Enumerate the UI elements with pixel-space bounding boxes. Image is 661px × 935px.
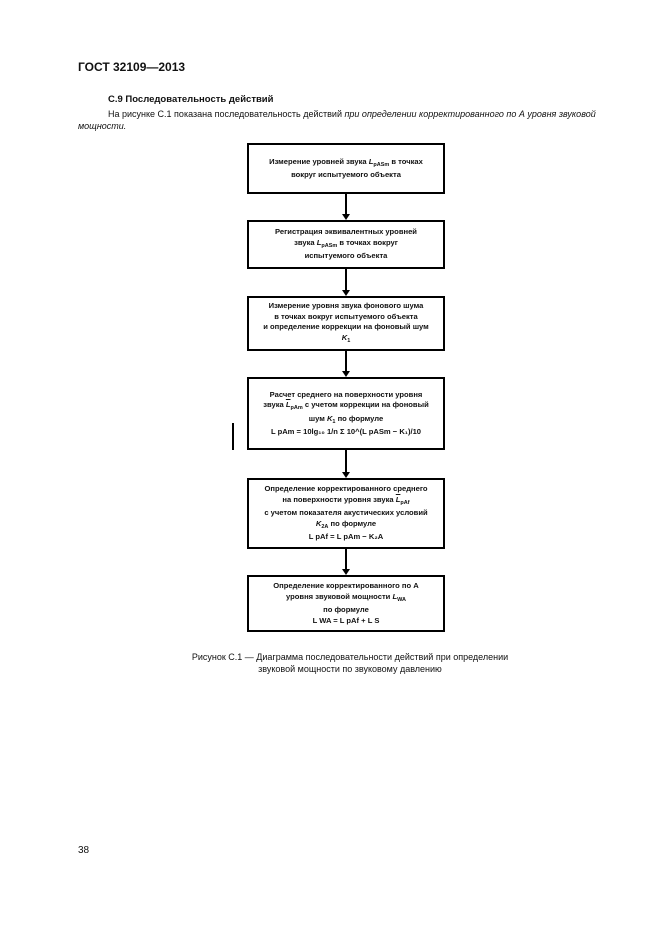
revision-bar [232,423,234,450]
step5-line4: K2A по формуле [315,518,377,530]
caption-line-2: звуковой мощности по звуковому давлению [258,664,442,674]
step4-line3: шум K1 по формуле [308,413,384,425]
flow-arrow-3 [342,351,350,377]
step4-line2: звука LpAm с учетом коррекции на фоновый [263,400,429,411]
step3-line4: K1 [341,332,351,344]
document-header: ГОСТ 32109—2013 [78,60,186,74]
flow-step-6: Определение корректированного по А уровн… [247,575,445,632]
intro-text: На рисунке С.1 показана последовательнос… [108,109,345,119]
step6-line3: по формуле [323,605,369,614]
flow-step-3: Измерение уровня звука фонового шума в т… [247,296,445,351]
flow-step-2: Регистрация эквивалентных уровней звука … [247,220,445,269]
flow-step-5: Определение корректированного среднего н… [247,478,445,549]
step2-line2: звука LpASm в точках вокруг [294,237,398,249]
intro-italic-text: при определении корректированного по А у… [78,109,596,131]
figure-caption: Рисунок С.1 — Диаграмма последовательнос… [150,651,550,675]
step6-line1: Определение корректированного по А [273,581,419,590]
flow-arrow-1 [342,194,350,220]
step3-line3: и определение коррекции на фоновый шум [263,322,429,331]
section-heading: С.9 Последовательность действий [108,94,274,105]
page-number: 38 [78,845,90,856]
step5-line3: с учетом показателя акустических условий [264,508,428,518]
step2-line1: Регистрация эквивалентных уровней [275,227,417,237]
step6-formula: L WA = L pAf + L S [312,615,380,625]
caption-line-1: Рисунок С.1 — Диаграмма последовательнос… [191,652,509,662]
flow-arrow-4 [342,450,350,478]
step6-line2: уровня звуковой мощности LWA [286,591,406,603]
step3-line1: Измерение уровня звука фонового шума [268,301,424,310]
flow-step-1: Измерение уровней звука LpASm в точках в… [247,143,445,194]
step4-line1: Расчет среднего на поверхности уровня [269,389,423,399]
step5-line2: на поверхности уровня звука LpAf [282,494,410,506]
step1-line1: Измерение уровней звука LpASm в точках [269,156,423,168]
step3-line2: в точках вокруг испытуемого объекта [274,311,418,321]
flow-arrow-2 [342,269,350,296]
flow-step-4: Расчет среднего на поверхности уровня зв… [247,377,445,450]
step1-line2: вокруг испытуемого объекта [291,170,401,179]
intro-paragraph: На рисунке С.1 показана последовательнос… [78,108,618,132]
step5-line1: Определение корректированного среднего [264,484,428,494]
flow-arrow-5 [342,549,350,575]
step2-line3: испытуемого объекта [304,251,388,261]
step5-formula: L pAf = L pAm − K₂A [308,532,384,542]
step4-formula: L pAm = 10lg₁₀ 1/n Σ 10^(L pASm − K₁)/10 [270,427,422,436]
